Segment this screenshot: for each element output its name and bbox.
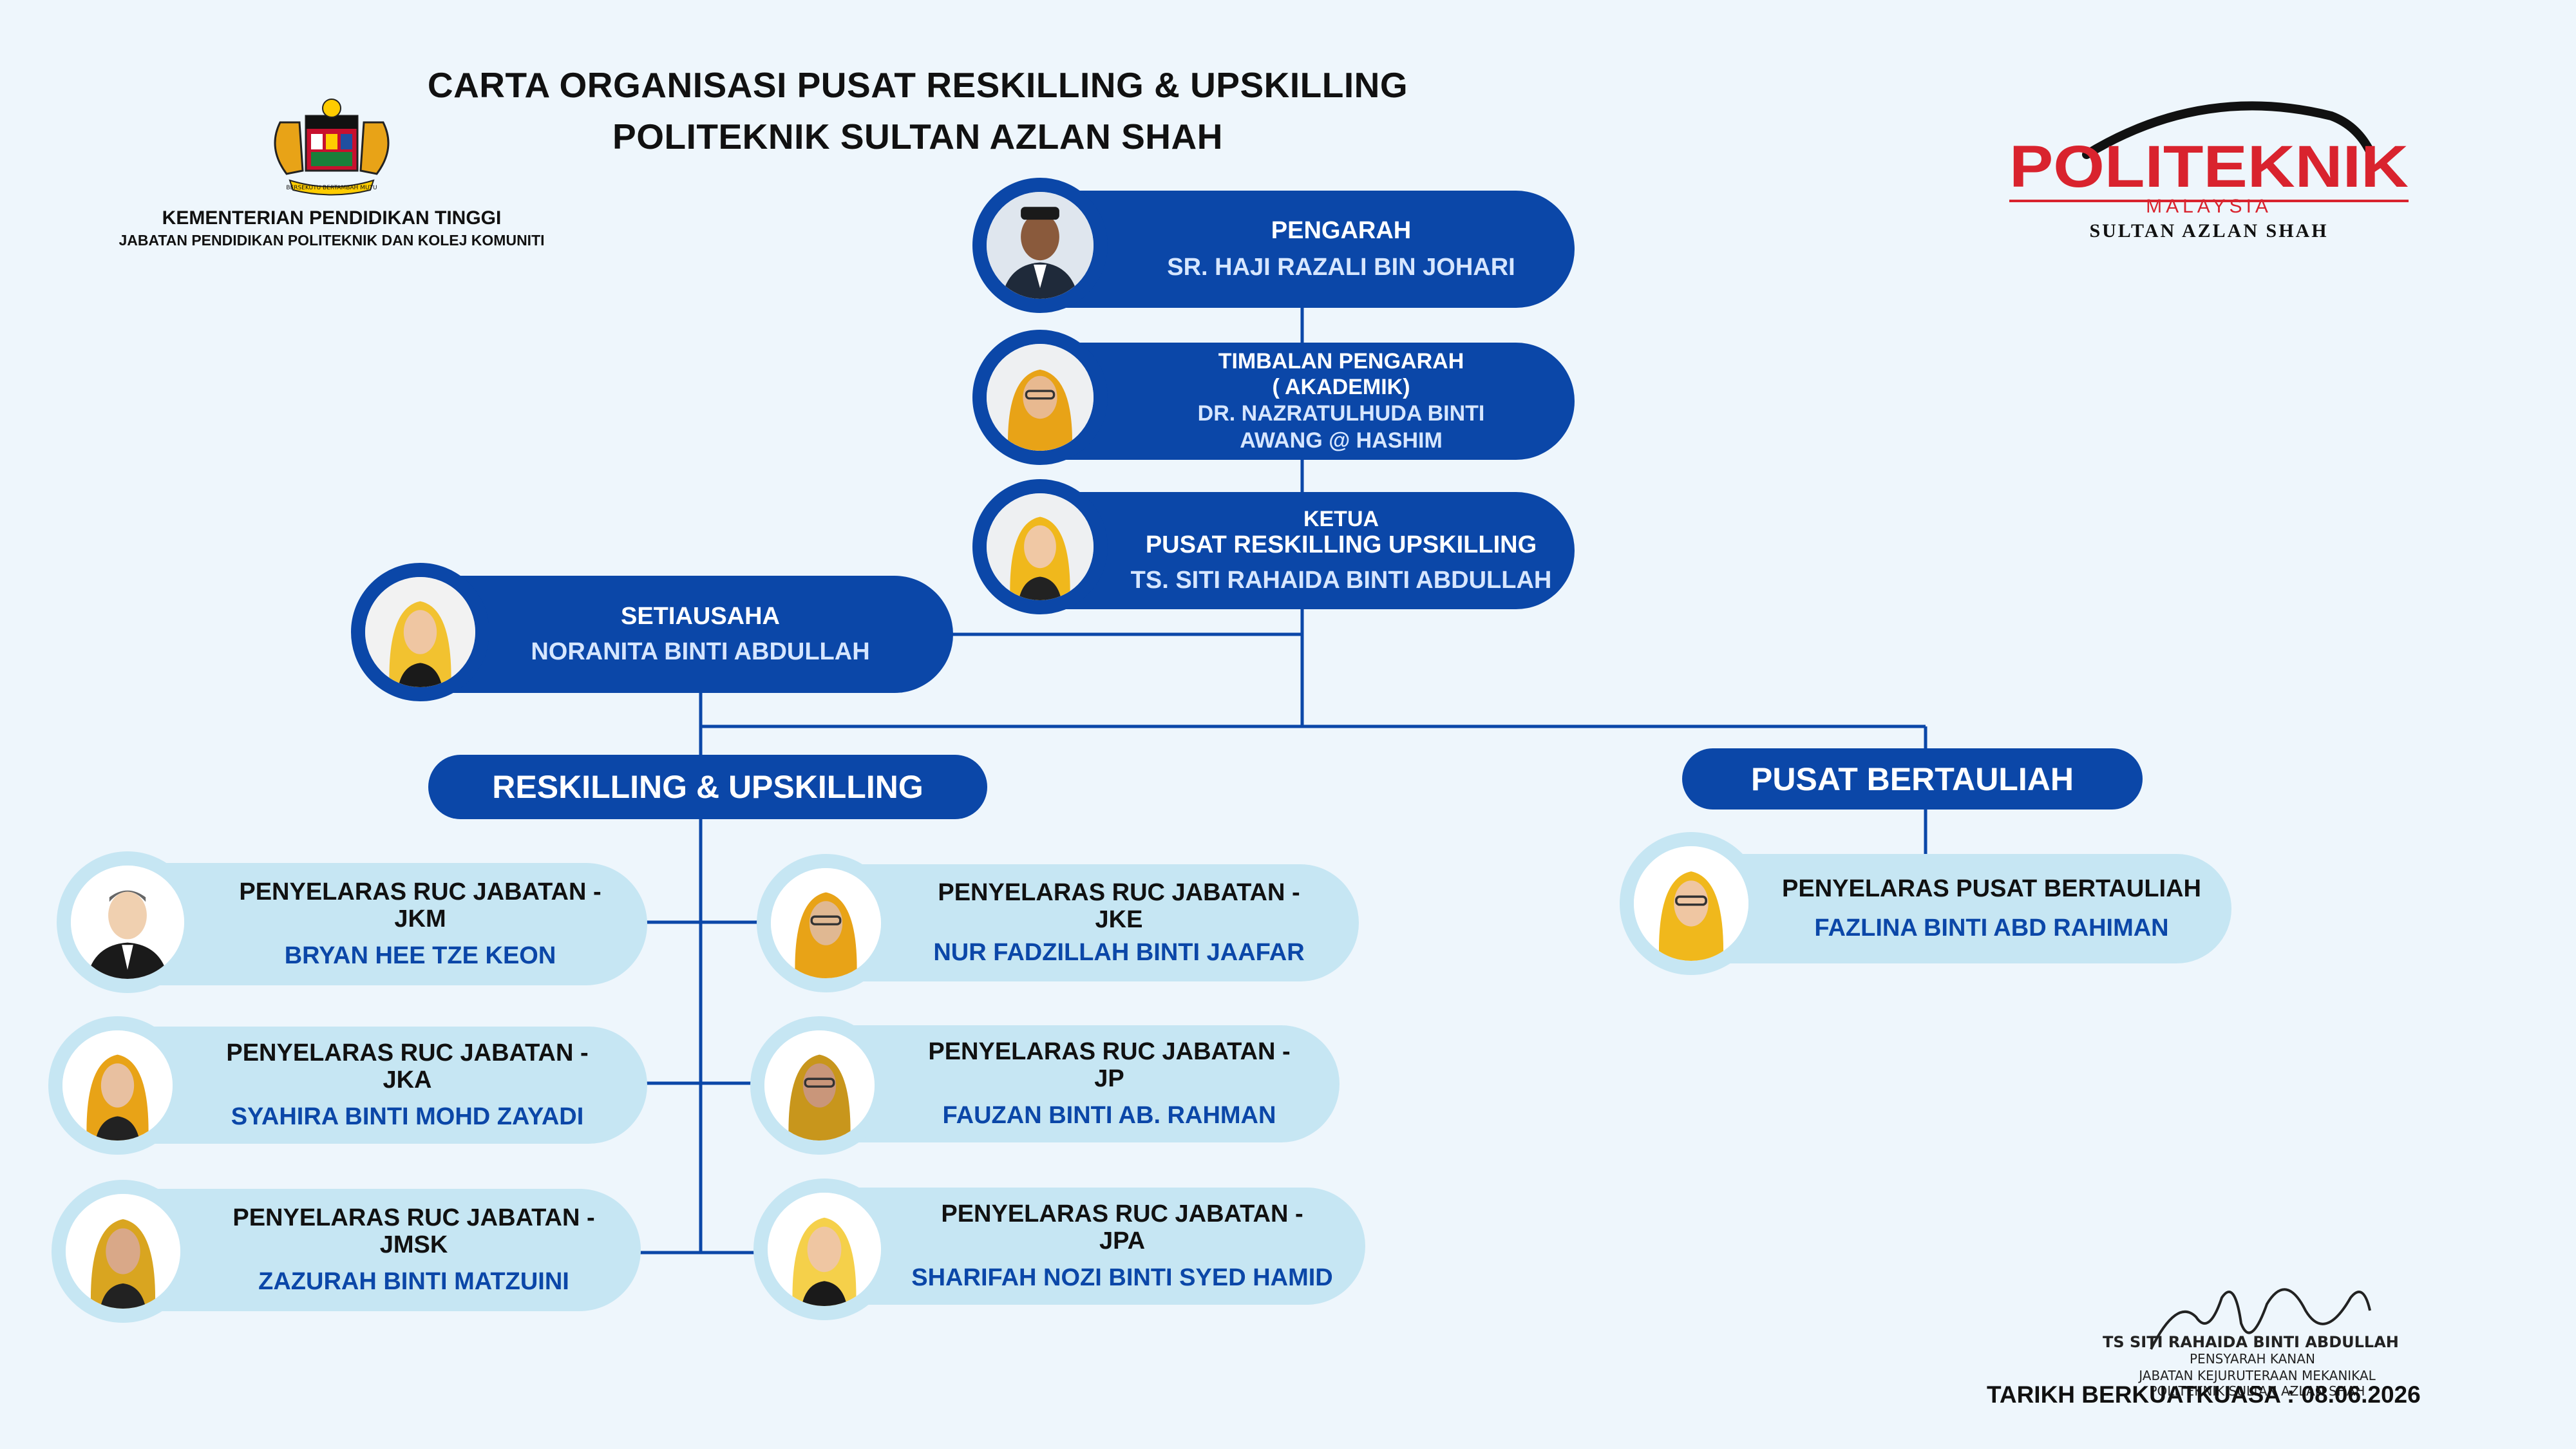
pengarah-name: SR. HAJI RAZALI BIN JOHARI	[1167, 254, 1515, 281]
coordinator-name: SHARIFAH NOZI BINTI SYED HAMID	[911, 1264, 1333, 1291]
coordinator-name: BRYAN HEE TZE KEON	[284, 942, 556, 969]
ketua-role-line2: PUSAT RESKILLING UPSKILLING	[1145, 531, 1537, 558]
coordinator-role-line1: PENYELARAS RUC JABATAN -	[941, 1200, 1303, 1227]
chart-title: CARTA ORGANISASI PUSAT RESKILLING & UPSK…	[427, 65, 1408, 105]
coordinator-name: ZAZURAH BINTI MATZUINI	[258, 1268, 569, 1295]
coordinator-role-line2: JKA	[383, 1066, 432, 1094]
setiausaha-name: NORANITA BINTI ABDULLAH	[531, 638, 870, 665]
logo-campus: SULTAN AZLAN SHAH	[2089, 220, 2328, 242]
coordinator-role-line2: JPA	[1099, 1227, 1146, 1255]
chart-subtitle: POLITEKNIK SULTAN AZLAN SHAH	[612, 117, 1223, 156]
signatory-department: JABATAN KEJURUTERAAN MEKANIKAL	[2139, 1368, 2376, 1383]
bertauliah-role: PENYELARAS PUSAT BERTAULIAH	[1782, 875, 2201, 902]
coat-of-arms-logo: BERSEKUTU BERTAMBAH MUTU	[261, 97, 402, 200]
ketua-photo	[972, 479, 1108, 614]
coordinator-photo-jke	[757, 854, 895, 992]
pengarah-photo	[972, 178, 1108, 313]
ketua-name: TS. SITI RAHAIDA BINTI ABDULLAH	[1130, 567, 1552, 594]
coordinator-photo-jkm	[57, 851, 198, 993]
coordinator-role-line1: PENYELARAS RUC JABATAN -	[928, 1038, 1291, 1065]
coordinator-role-line1: PENYELARAS RUC JABATAN -	[239, 878, 601, 905]
timbalan-name-line1: DR. NAZRATULHUDA BINTI	[1197, 401, 1485, 426]
politeknik-logo: POLITEKNIK MALAYSIA SULTAN AZLAN SHAH	[2009, 90, 2415, 245]
coordinator-card-jke: PENYELARAS RUC JABATAN - JKE NUR FADZILL…	[789, 864, 1359, 981]
unit-reskilling-upskilling: RESKILLING & UPSKILLING	[428, 755, 987, 819]
signature-scribble	[2138, 1272, 2383, 1368]
coordinator-photo-jp	[750, 1016, 889, 1155]
logo-word: POLITEKNIK	[2009, 134, 2409, 200]
unit-pusat-bertauliah: PUSAT BERTAULIAH	[1682, 748, 2143, 810]
timbalan-role-line1: TIMBALAN PENGARAH	[1218, 349, 1464, 374]
crest-motto: BERSEKUTU BERTAMBAH MUTU	[286, 185, 377, 191]
coordinator-role-line2: JP	[1094, 1065, 1124, 1092]
coordinator-photo-jmsk	[52, 1180, 194, 1323]
coordinator-name: NUR FADZILLAH BINTI JAAFAR	[933, 939, 1305, 966]
department-name: JABATAN PENDIDIKAN POLITEKNIK DAN KOLEJ …	[118, 232, 545, 249]
coordinator-photo-jka	[48, 1016, 187, 1155]
ketua-role-line1: KETUA	[1303, 507, 1379, 531]
coordinator-role-line1: PENYELARAS RUC JABATAN -	[938, 879, 1300, 906]
coordinator-card-jka: PENYELARAS RUC JABATAN - JKA SYAHIRA BIN…	[84, 1027, 647, 1144]
signatory-name: TS SITI RAHAIDA BINTI ABDULLAH	[2103, 1333, 2399, 1351]
timbalan-role-line2: ( AKADEMIK)	[1272, 375, 1410, 399]
pengarah-role: PENGARAH	[1271, 217, 1412, 244]
coordinator-role-line2: JKE	[1095, 906, 1143, 933]
signatory-position: PENSYARAH KANAN	[2190, 1351, 2315, 1367]
coordinator-photo-jpa	[753, 1179, 895, 1320]
timbalan-name-line2: AWANG @ HASHIM	[1240, 428, 1443, 453]
setiausaha-role: SETIAUSAHA	[620, 603, 781, 630]
coordinator-name: FAUZAN BINTI AB. RAHMAN	[942, 1102, 1276, 1129]
timbalan-photo	[972, 330, 1108, 465]
coordinator-card-jpa: PENYELARAS RUC JABATAN - JPA SHARIFAH NO…	[789, 1188, 1365, 1305]
coordinator-role-line1: PENYELARAS RUC JABATAN -	[232, 1204, 595, 1231]
setiausaha-photo	[351, 563, 489, 701]
coordinator-name: SYAHIRA BINTI MOHD ZAYADI	[231, 1103, 584, 1130]
effective-date: TARIKH BERKUATKUASA : 08.06.2026	[1987, 1381, 2421, 1408]
coordinator-role-line2: JKM	[394, 905, 446, 933]
bertauliah-name: FAZLINA BINTI ABD RAHIMAN	[1814, 914, 2169, 942]
coordinator-role-line1: PENYELARAS RUC JABATAN -	[226, 1039, 589, 1066]
timbalan-pengarah-card: TIMBALAN PENGARAH ( AKADEMIK) DR. NAZRAT…	[1005, 343, 1575, 460]
bertauliah-coordinator-photo	[1620, 832, 1763, 975]
pengarah-card: PENGARAH SR. HAJI RAZALI BIN JOHARI	[1005, 191, 1575, 308]
coordinator-role-line2: JMSK	[379, 1231, 448, 1258]
signatory-institution: POLITEKNIK SULTAN AZLAN SHAH	[2149, 1383, 2365, 1399]
ministry-name: KEMENTERIAN PENDIDIKAN TINGGI	[162, 207, 502, 229]
logo-country: MALAYSIA	[2146, 196, 2272, 217]
